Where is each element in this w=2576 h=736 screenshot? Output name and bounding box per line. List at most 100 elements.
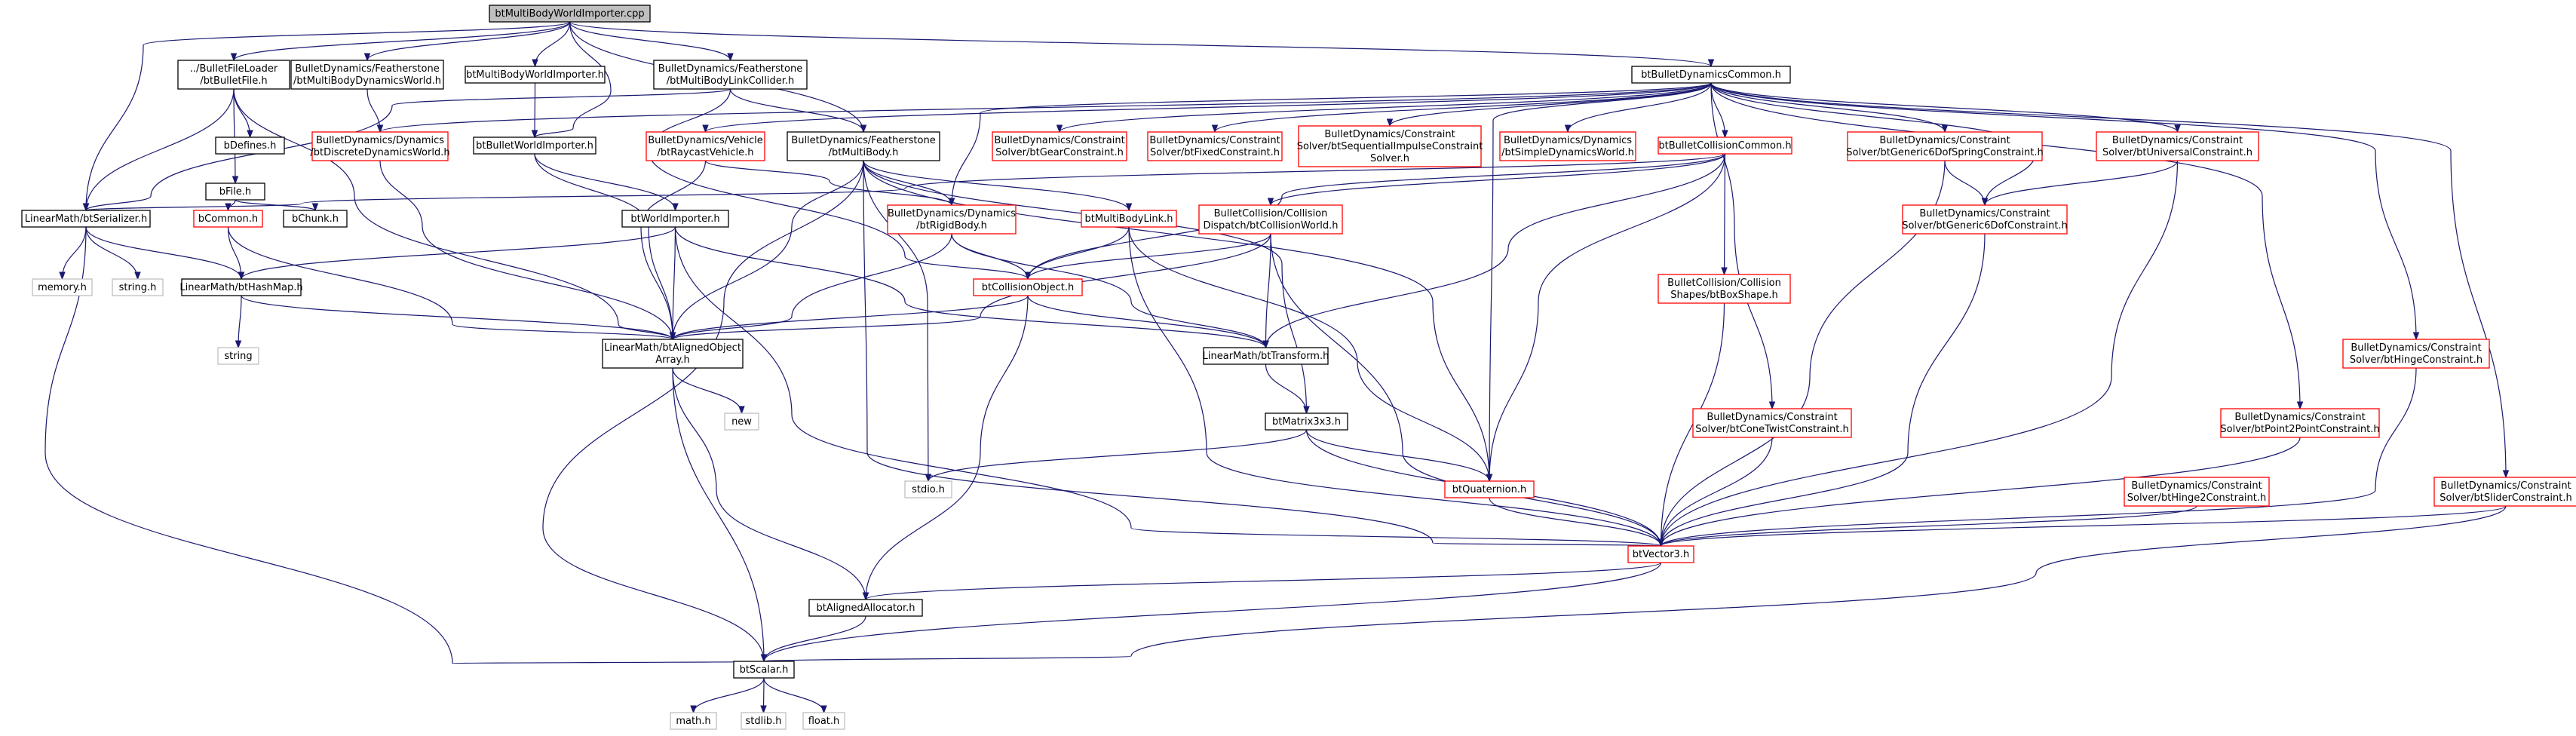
node-quat[interactable]: btQuaternion.h (1444, 480, 1535, 498)
node-stdio[interactable]: stdio.h (904, 480, 952, 498)
node-aligned-label-line-1: Array.h (655, 354, 690, 366)
node-discrete[interactable]: BulletDynamics/Dynamics/btDiscreteDynami… (310, 131, 450, 161)
edge-arrowhead (1721, 267, 1728, 276)
node-colcommon[interactable]: btBulletCollisionCommon.h (1658, 136, 1792, 155)
node-stringh[interactable]: string.h (112, 278, 164, 296)
edge-wi-to-hashmap (238, 226, 676, 281)
node-p2p-label-line-1: Solver/btPoint2PointConstraint.h (2220, 424, 2379, 435)
node-fslink[interactable]: BulletDynamics/Featherstone/btMultiBodyL… (653, 60, 808, 90)
node-hinge[interactable]: BulletDynamics/ConstraintSolver/btHingeC… (2342, 339, 2490, 369)
edge-arrowhead (760, 705, 767, 714)
node-common[interactable]: btBulletDynamicsCommon.h (1631, 66, 1791, 84)
edge-root-to-mbwi (532, 21, 571, 68)
node-g6spring[interactable]: BulletDynamics/ConstraintSolver/btGeneri… (1846, 131, 2044, 161)
node-bfile[interactable]: bFile.h (205, 182, 265, 201)
edge-arrowhead (230, 53, 238, 62)
node-stringh-label-line-0: string.h (119, 282, 157, 293)
node-bdefines-label-line-0: bDefines.h (224, 140, 277, 152)
node-float[interactable]: float.h (802, 712, 845, 730)
node-common-box (1631, 66, 1791, 84)
edge-arrowhead (690, 705, 697, 714)
node-dispatch[interactable]: BulletCollision/CollisionDispatch/btColl… (1198, 204, 1343, 235)
node-scalar-box (733, 661, 795, 679)
node-mblink[interactable]: btMultiBodyLink.h (1081, 210, 1177, 228)
node-math-label-line-0: math.h (676, 716, 710, 727)
node-g6dof-box (1902, 204, 2068, 235)
node-string[interactable]: string (217, 347, 259, 365)
node-multibody-label-line-1: /btMultiBody.h (829, 147, 899, 158)
node-layer: btMultiBodyWorldImporter.cpp ../BulletFil… (21, 5, 2576, 730)
node-bdefines[interactable]: bDefines.h (215, 136, 285, 155)
edge-arrowhead (820, 705, 827, 714)
node-multibody-box (787, 131, 940, 161)
edge-arrowhead (862, 592, 869, 601)
node-float-label-line-0: float.h (808, 716, 840, 727)
edge-arrowhead (2174, 124, 2181, 133)
edge-common-to-g6spring (1710, 82, 1949, 133)
node-mbwi-label-line-0: btMultiBodyWorldImporter.h (466, 69, 604, 81)
node-new[interactable]: new (724, 412, 759, 431)
node-gear-box (992, 131, 1127, 161)
node-gear[interactable]: BulletDynamics/ConstraintSolver/btGearCo… (992, 131, 1127, 161)
node-fixed[interactable]: BulletDynamics/ConstraintSolver/btFixedC… (1147, 131, 1283, 161)
node-matrix[interactable]: btMatrix3x3.h (1265, 412, 1348, 431)
node-bfile-label-line-0: bFile.h (219, 186, 251, 198)
node-conetwist-label-line-1: Solver/btConeTwistConstraint.h (1695, 424, 1849, 435)
node-bchunk[interactable]: bChunk.h (283, 210, 348, 228)
node-conetwist[interactable]: BulletDynamics/ConstraintSolver/btConeTw… (1692, 408, 1852, 438)
node-boxshape[interactable]: BulletCollision/CollisionShapes/btBoxSha… (1658, 274, 1791, 304)
node-math[interactable]: math.h (670, 712, 717, 730)
node-multibody[interactable]: BulletDynamics/Featherstone/btMultiBody.… (787, 131, 940, 161)
node-matrix-label-line-0: btMatrix3x3.h (1272, 416, 1341, 428)
node-bfile-box (205, 182, 265, 201)
node-serializer[interactable]: LinearMath/btSerializer.h (21, 210, 151, 228)
node-fslink-label-line-1: /btMultiBodyLinkCollider.h (667, 75, 795, 87)
node-bcommon[interactable]: bCommon.h (193, 210, 263, 228)
node-rigidbody[interactable]: BulletDynamics/Dynamics/btRigidBody.h (887, 204, 1017, 235)
node-hashmap[interactable]: LinearMath/btHashMap.h (179, 278, 303, 296)
edge-bulletfile-to-bdefines (233, 88, 253, 139)
edge-hinge2-to-vector (1658, 505, 2197, 547)
node-slider[interactable]: BulletDynamics/ConstraintSolver/btSlider… (2433, 477, 2576, 507)
node-simple-label-line-0: BulletDynamics/Dynamics (1504, 135, 1632, 146)
node-wi[interactable]: btWorldImporter.h (621, 210, 729, 228)
node-memory[interactable]: memory.h (32, 278, 93, 296)
node-transform[interactable]: LinearMath/btTransform.h (1203, 347, 1329, 365)
node-fslink-label-line-0: BulletDynamics/Featherstone (658, 63, 802, 75)
node-colobj-box (973, 278, 1083, 296)
edge-common-to-p2p (1710, 82, 2304, 410)
node-universal-box (2096, 131, 2259, 161)
node-allocator[interactable]: btAlignedAllocator.h (808, 599, 923, 617)
node-hinge2[interactable]: BulletDynamics/ConstraintSolver/btHinge2… (2124, 477, 2270, 507)
node-discrete-box (311, 131, 449, 161)
edge-common-to-discrete (376, 82, 1712, 133)
node-scalar[interactable]: btScalar.h (733, 661, 795, 679)
node-mbwi[interactable]: btMultiBodyWorldImporter.h (465, 66, 606, 84)
node-stdio-box (904, 480, 952, 498)
node-colcommon-label-line-0: btBulletCollisionCommon.h (1658, 140, 1791, 152)
edge-arrowhead (238, 271, 245, 281)
edge-rigidbody-to-colobj (951, 233, 1032, 281)
node-stdlib[interactable]: stdlib.h (741, 712, 787, 730)
node-seqimp[interactable]: BulletDynamics/ConstraintSolver/btSequen… (1297, 125, 1483, 167)
node-fsdyn[interactable]: BulletDynamics/Featherstone/btMultiBodyD… (290, 60, 444, 90)
node-seqimp-box (1298, 125, 1482, 167)
node-colobj[interactable]: btCollisionObject.h (973, 278, 1083, 296)
node-simple[interactable]: BulletDynamics/Dynamics/btSimpleDynamics… (1499, 131, 1636, 161)
node-root: btMultiBodyWorldImporter.cpp (489, 5, 651, 23)
edge-arrowhead (363, 53, 371, 62)
node-universal[interactable]: BulletDynamics/ConstraintSolver/btUniver… (2096, 131, 2259, 161)
node-bulletfile[interactable]: ../BulletFileLoader/btBulletFile.h (177, 60, 290, 90)
edge-g6spring-to-g6dof (1944, 160, 1989, 207)
node-vector[interactable]: btVector3.h (1627, 545, 1694, 563)
node-p2p[interactable]: BulletDynamics/ConstraintSolver/btPoint2… (2220, 408, 2380, 438)
node-bwi[interactable]: btBulletWorldImporter.h (473, 136, 596, 155)
node-raycast[interactable]: BulletDynamics/Vehicle/btRaycastVehicle.… (646, 131, 765, 161)
edge-bfile-to-bchunk (235, 199, 319, 212)
edge-aligned-to-new (672, 367, 745, 415)
node-g6dof[interactable]: BulletDynamics/ConstraintSolver/btGeneri… (1902, 204, 2068, 235)
edge-colobj-to-transform (1027, 295, 1269, 349)
node-vector-box (1627, 545, 1694, 563)
node-aligned-box (602, 339, 744, 369)
